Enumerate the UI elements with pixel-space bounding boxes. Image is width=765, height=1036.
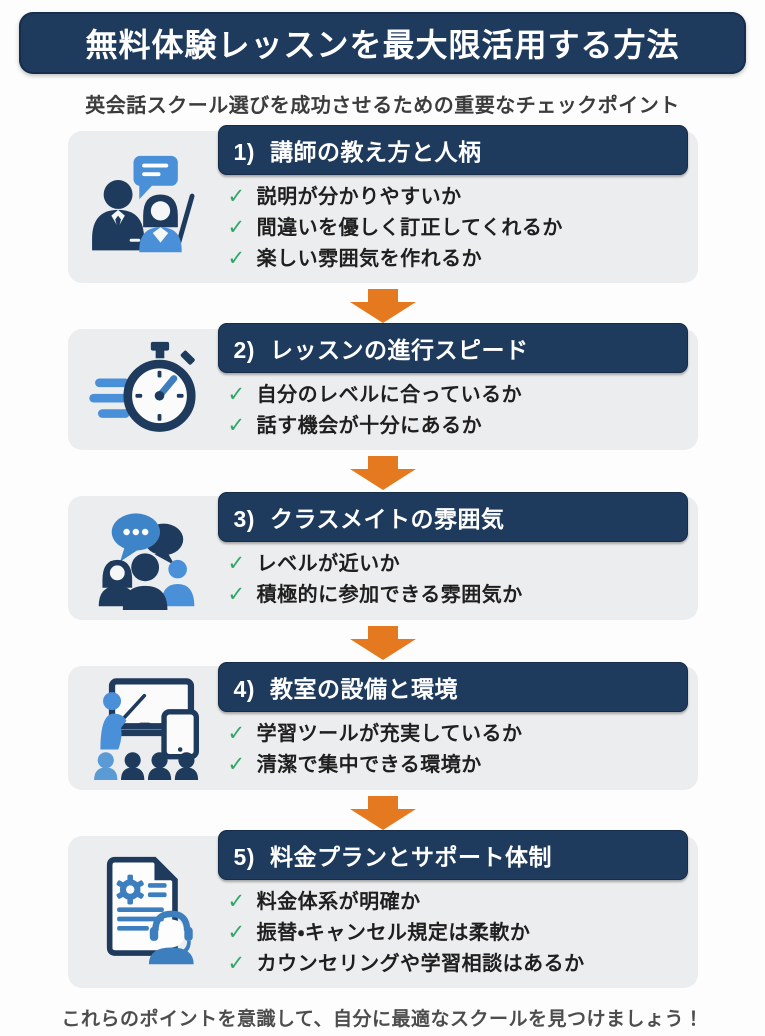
check-item: ✓ 自分のレベルに合っているか — [228, 381, 688, 409]
footer-note: これらのポイントを意識して、自分に最適なスクールを見つけましょう！ — [61, 1009, 704, 1030]
checklist: ✓ レベルが近いか ✓ 積極的に参加できる雰囲気か — [218, 550, 688, 609]
section-content: 3) クラスメイトの雰囲気 ✓ レベルが近いか ✓ 積極的に参加できる雰囲気か — [217, 491, 690, 609]
infographic: 無料体験レッスンを最大限活用する方法 英会話スクール選びを成功させるための重要な… — [0, 12, 765, 1031]
section-title: クラスメイトの雰囲気 — [269, 505, 505, 532]
group-chat-icon — [76, 506, 218, 610]
section-number: 2) — [233, 337, 255, 363]
section-2-header: 2) レッスンの進行スピード — [217, 323, 688, 373]
teachers-icon — [76, 154, 218, 260]
page-subtitle: 英会話スクール選びを成功させるための重要なチェックポイント — [85, 95, 680, 117]
sections-list: 1) 講師の教え方と人柄 ✓ 説明が分かりやすいか ✓ 間違いを優しく訂正してく… — [67, 125, 698, 988]
check-icon: ✓ — [227, 952, 246, 975]
section-title: レッスンの進行スピード — [269, 337, 529, 363]
section-card-4: 4) 教室の設備と環境 ✓ 学習ツールが充実しているか ✓ 清潔で集中できる環境… — [67, 661, 698, 790]
section-number: 5) — [233, 844, 255, 870]
page-title: 無料体験レッスンを最大限活用する方法 — [85, 27, 680, 63]
check-icon: ✓ — [227, 551, 246, 575]
section-card-5: 5) 料金プランとサポート体制 ✓ 料金体系が明確か ✓ 振替・キャンセル規定は… — [67, 830, 698, 988]
check-item: ✓ 料金体系が明確か — [228, 888, 688, 916]
down-arrow-svg — [349, 796, 416, 830]
check-icon: ✓ — [227, 921, 246, 944]
checklist: ✓ 料金体系が明確か ✓ 振替・キャンセル規定は柔軟か ✓ カウンセリングや学習… — [218, 888, 688, 978]
stopwatch-icon — [76, 340, 218, 440]
down-arrow-svg — [349, 289, 416, 323]
check-item: ✓ 学習ツールが充実しているか — [228, 720, 688, 748]
check-item-text: 説明が分かりやすいか — [256, 186, 462, 208]
section-1-header: 1) 講師の教え方と人柄 — [217, 125, 688, 175]
check-icon: ✓ — [227, 414, 246, 437]
section-3-header: 3) クラスメイトの雰囲気 — [217, 491, 688, 542]
section-content: 5) 料金プランとサポート体制 ✓ 料金体系が明確か ✓ 振替・キャンセル規定は… — [217, 830, 690, 978]
check-icon: ✓ — [227, 216, 246, 239]
check-item: ✓ 話す機会が十分にあるか — [228, 412, 688, 440]
section-number: 4) — [233, 675, 255, 702]
title-banner: 無料体験レッスンを最大限活用する方法 — [19, 12, 746, 74]
section-number: 3) — [233, 505, 255, 532]
check-item-text: 間違いを優しく訂正してくれるか — [256, 217, 563, 239]
section-card-2: 2) レッスンの進行スピード ✓ 自分のレベルに合っているか ✓ 話す機会が十分… — [67, 323, 698, 450]
down-arrow-icon — [349, 626, 416, 660]
check-icon: ✓ — [227, 383, 246, 406]
check-item-text: 自分のレベルに合っているか — [256, 384, 523, 406]
check-item-text: 料金体系が明確か — [256, 891, 421, 913]
pricing-support-icon — [76, 853, 218, 971]
check-item: ✓ 振替・キャンセル規定は柔軟か — [228, 919, 688, 947]
check-icon: ✓ — [227, 582, 246, 606]
down-arrow-icon — [349, 289, 416, 323]
check-item: ✓ 清潔で集中できる環境か — [228, 751, 688, 779]
group-chat-icon-svg — [98, 513, 194, 610]
check-item-text: カウンセリングや学習相談はあるか — [256, 953, 585, 975]
check-item: ✓ 間違いを優しく訂正してくれるか — [228, 214, 688, 242]
checklist: ✓ 説明が分かりやすいか ✓ 間違いを優しく訂正してくれるか ✓ 楽しい雰囲気を… — [218, 183, 688, 273]
check-item: ✓ レベルが近いか — [228, 550, 688, 578]
classroom-icon-svg — [93, 678, 199, 780]
check-item-text: 話す機会が十分にあるか — [256, 415, 483, 437]
checklist: ✓ 学習ツールが充実しているか ✓ 清潔で集中できる環境か — [218, 720, 688, 779]
down-arrow-svg — [349, 456, 416, 490]
check-item-text: 学習ツールが充実しているか — [256, 722, 523, 745]
check-item-text: 清潔で集中できる環境か — [256, 753, 482, 776]
section-card-3: 3) クラスメイトの雰囲気 ✓ レベルが近いか ✓ 積極的に参加できる雰囲気か — [67, 491, 698, 620]
check-icon: ✓ — [227, 752, 246, 776]
section-content: 1) 講師の教え方と人柄 ✓ 説明が分かりやすいか ✓ 間違いを優しく訂正してく… — [217, 125, 690, 273]
check-item-text: 楽しい雰囲気を作れるか — [256, 248, 483, 270]
check-item: ✓ 積極的に参加できる雰囲気か — [228, 581, 688, 609]
section-content: 4) 教室の設備と環境 ✓ 学習ツールが充実しているか ✓ 清潔で集中できる環境… — [217, 661, 690, 779]
section-title: 教室の設備と環境 — [269, 675, 458, 702]
classroom-icon — [76, 676, 218, 780]
check-item: ✓ 楽しい雰囲気を作れるか — [228, 245, 688, 273]
section-number: 1) — [233, 139, 255, 165]
check-item: ✓ カウンセリングや学習相談はあるか — [228, 950, 688, 978]
section-5-header: 5) 料金プランとサポート体制 — [217, 830, 688, 880]
down-arrow-icon — [349, 456, 416, 490]
section-title: 講師の教え方と人柄 — [269, 139, 482, 165]
section-content: 2) レッスンの進行スピード ✓ 自分のレベルに合っているか ✓ 話す機会が十分… — [217, 323, 690, 440]
check-icon: ✓ — [227, 185, 246, 208]
check-icon: ✓ — [227, 247, 246, 270]
section-title: 料金プランとサポート体制 — [269, 844, 552, 870]
pricing-support-icon-svg — [106, 856, 194, 965]
check-item: ✓ 説明が分かりやすいか — [228, 183, 688, 211]
check-item-text: レベルが近いか — [256, 552, 401, 575]
section-card-1: 1) 講師の教え方と人柄 ✓ 説明が分かりやすいか ✓ 間違いを優しく訂正してく… — [67, 125, 698, 283]
teachers-icon-svg — [91, 155, 194, 253]
checklist: ✓ 自分のレベルに合っているか ✓ 話す機会が十分にあるか — [218, 381, 688, 440]
check-item-text: 振替・キャンセル規定は柔軟か — [256, 922, 531, 944]
down-arrow-icon — [349, 796, 416, 830]
section-4-header: 4) 教室の設備と環境 — [217, 661, 688, 712]
check-item-text: 積極的に参加できる雰囲気か — [256, 583, 523, 606]
down-arrow-svg — [349, 626, 416, 660]
stopwatch-icon-svg — [88, 341, 196, 432]
check-icon: ✓ — [227, 721, 246, 745]
check-icon: ✓ — [227, 890, 246, 913]
